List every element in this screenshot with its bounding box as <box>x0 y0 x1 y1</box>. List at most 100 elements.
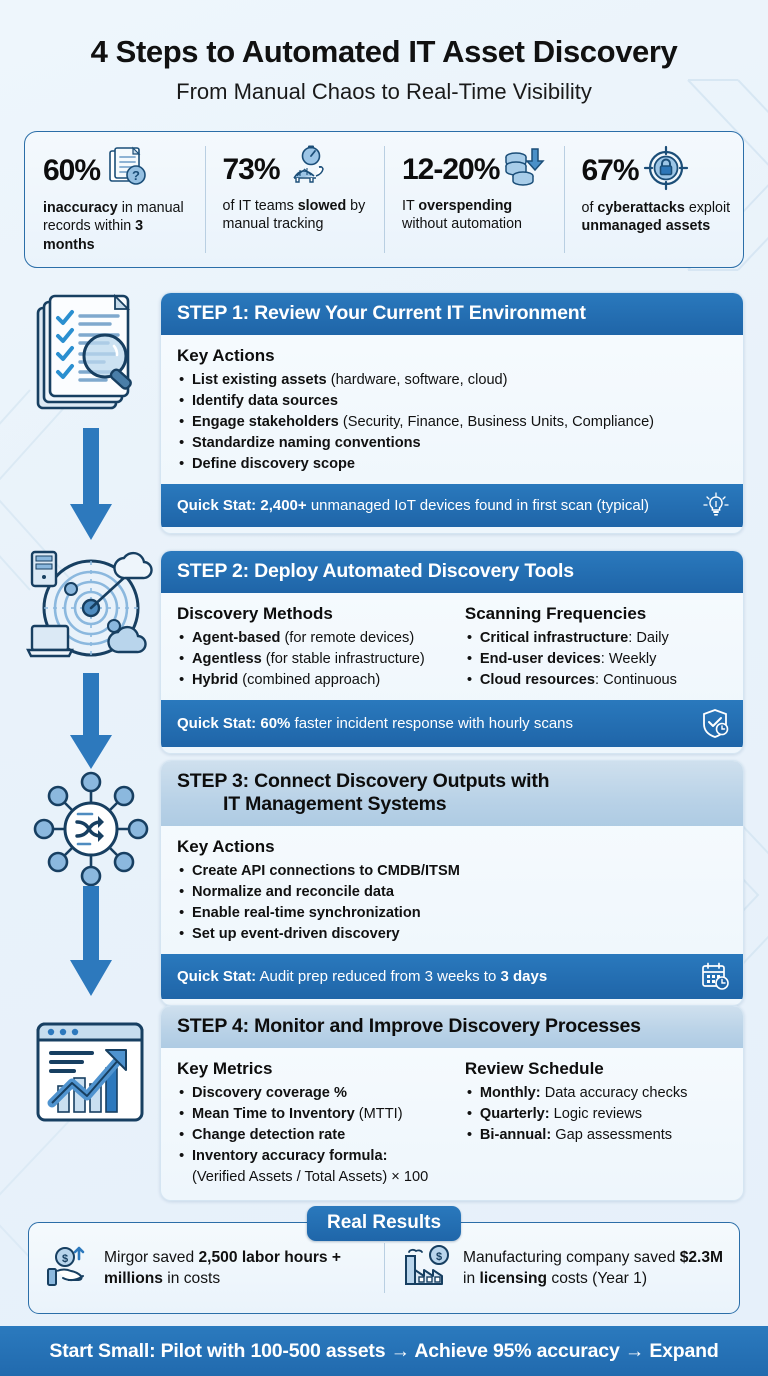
calendar-clock-icon <box>701 962 729 990</box>
quick-stat-1: Quick Stat: 2,400+ unmanaged IoT devices… <box>161 484 743 527</box>
stat-card: 67% of cyberattacks exploit unmanaged a <box>563 132 744 267</box>
stat-card: 12-20% IT overspen <box>384 132 564 267</box>
step-card-3: STEP 3: Connect Discovery Outputs with I… <box>160 760 744 1006</box>
bullet-list: Monthly: Data accuracy checks Quarterly:… <box>465 1082 727 1146</box>
svg-text:?: ? <box>132 168 140 183</box>
column-heading: Discovery Methods <box>177 604 333 623</box>
bullet-item: (Verified Assets / Total Assets) × 100 <box>192 1169 429 1185</box>
hub-connections-icon <box>32 770 150 893</box>
dashboard-chart-icon <box>32 1018 150 1133</box>
bullet-item: Standardize naming conventions <box>177 432 727 454</box>
stat-description: IT overspending without automation <box>402 198 523 233</box>
quick-stat-text: Quick Stat: Audit prep reduced from 3 we… <box>177 967 548 985</box>
page-title: 4 Steps to Automated IT Asset Discovery <box>90 34 678 69</box>
stat-number: 73% <box>222 152 281 186</box>
bullet-item: Inventory accuracy formula: <box>177 1145 455 1167</box>
shield-clock-icon <box>701 708 729 738</box>
bullet-item: Cloud resources: Continuous <box>465 669 727 691</box>
arrow-down-step3 <box>70 886 112 996</box>
step-column: Discovery Methods Agent-based (for remot… <box>177 604 455 691</box>
stat-description: inaccuracy in manual records within 3 mo… <box>43 200 184 253</box>
bullet-list: Critical infrastructure: Daily End-user … <box>465 627 727 691</box>
banner-text: Start Small: Pilot with 100-500 assets →… <box>49 1339 719 1362</box>
step-header-3: STEP 3: Connect Discovery Outputs with I… <box>161 761 743 826</box>
step-column: Key Actions List existing assets (hardwa… <box>177 346 727 475</box>
bullet-item: Bi-annual: Gap assessments <box>465 1124 727 1146</box>
column-heading: Key Actions <box>177 346 275 365</box>
step-column: Key Actions Create API connections to CM… <box>177 837 727 945</box>
document-question-icon: ? <box>104 145 150 196</box>
stat-description: of cyberattacks exploit unmanaged assets <box>581 200 731 235</box>
column-heading: Review Schedule <box>464 1059 604 1078</box>
step-title-line1: STEP 2: Deploy Automated Discovery Tools <box>177 560 574 582</box>
arrow-down-step2 <box>70 673 112 769</box>
bullet-item: Mean Time to Inventory (MTTI) <box>177 1103 455 1125</box>
factory-coin-icon: $ <box>402 1244 454 1293</box>
step-title-line1: STEP 4: Monitor and Improve Discovery Pr… <box>177 1015 641 1037</box>
arrow-down-step1 <box>70 428 112 540</box>
bullet-item: Critical infrastructure: Daily <box>465 627 727 649</box>
page-subtitle: From Manual Chaos to Real-Time Visibilit… <box>176 79 592 104</box>
turtle-stopwatch-icon <box>284 145 332 194</box>
quick-stat-3: Quick Stat: Audit prep reduced from 3 we… <box>161 954 743 999</box>
stat-card: 73% <box>204 132 385 267</box>
bullet-item: End-user devices: Weekly <box>465 648 727 670</box>
bottom-banner: Start Small: Pilot with 100-500 assets →… <box>0 1326 768 1376</box>
bullet-item: Monthly: Data accuracy checks <box>465 1082 727 1104</box>
bullet-item: Hybrid (combined approach) <box>177 669 455 691</box>
bullet-item: Create API connections to CMDB/ITSM <box>177 860 727 882</box>
step-title-line1: STEP 3: Connect Discovery Outputs with <box>177 770 550 792</box>
bullet-item: Enable real-time synchronization <box>177 902 727 924</box>
step-title-line1: STEP 1: Review Your Current IT Environme… <box>177 302 586 324</box>
column-heading: Key Actions <box>177 837 275 856</box>
bullet-item: Define discovery scope <box>177 453 727 475</box>
step-column: Review Schedule Monthly: Data accuracy c… <box>465 1059 727 1188</box>
coins-down-arrow-icon <box>503 145 546 194</box>
step-header-2: STEP 2: Deploy Automated Discovery Tools <box>161 551 743 593</box>
result-item: $ Manufacturing company saved $2.3M in l… <box>384 1237 739 1299</box>
result-item: $ Mirgor saved 2,500 labor hours + milli… <box>29 1237 384 1299</box>
step-card-1: STEP 1: Review Your Current IT Environme… <box>160 292 744 534</box>
stats-bar: 60% ? inaccuracy in manual <box>24 131 744 268</box>
result-text: Mirgor saved 2,500 labor hours + million… <box>104 1248 342 1287</box>
bullet-item: Discovery coverage % <box>177 1082 455 1104</box>
real-results-badge: Real Results <box>306 1206 462 1241</box>
step-card-2: STEP 2: Deploy Automated Discovery Tools… <box>160 550 744 754</box>
bullet-list: List existing assets (hardware, software… <box>177 369 727 475</box>
bullet-item: Agent-based (for remote devices) <box>177 627 455 649</box>
quick-stat-2: Quick Stat: 60% faster incident response… <box>161 700 743 747</box>
step-header-4: STEP 4: Monitor and Improve Discovery Pr… <box>161 1006 743 1048</box>
bullet-item: Set up event-driven discovery <box>177 923 727 945</box>
bullet-list: Create API connections to CMDB/ITSM Norm… <box>177 860 727 945</box>
result-text: Manufacturing company saved $2.3M in lic… <box>463 1248 724 1287</box>
bullet-list: Agent-based (for remote devices) Agentle… <box>177 627 455 691</box>
bullet-item: Identify data sources <box>177 390 727 412</box>
checklist-magnifier-icon <box>30 292 152 429</box>
quick-stat-text: Quick Stat: 60% faster incident response… <box>177 714 574 732</box>
bullet-item: Agentless (for stable infrastructure) <box>177 648 455 670</box>
step-title-line2: IT Management Systems <box>223 793 447 815</box>
quick-stat-text: Quick Stat: 2,400+ unmanaged IoT devices… <box>177 496 650 514</box>
bullet-item: Quarterly: Logic reviews <box>465 1103 727 1125</box>
step-header-1: STEP 1: Review Your Current IT Environme… <box>161 293 743 335</box>
bullet-item: List existing assets (hardware, software… <box>177 369 727 391</box>
bullet-item: Engage stakeholders (Security, Finance, … <box>177 411 727 433</box>
column-heading: Scanning Frequencies <box>464 604 647 623</box>
stat-number: 67% <box>581 153 640 187</box>
stat-description: of IT teams slowed by manual tracking <box>222 198 366 233</box>
bullet-list: Discovery coverage % Mean Time to Invent… <box>177 1082 455 1188</box>
column-heading: Key Metrics <box>177 1059 273 1078</box>
svg-text:$: $ <box>62 1253 68 1265</box>
stat-card: 60% ? inaccuracy in manual <box>25 132 205 267</box>
step-card-4: STEP 4: Monitor and Improve Discovery Pr… <box>160 1005 744 1201</box>
step-column: Key Metrics Discovery coverage % Mean Ti… <box>177 1059 455 1188</box>
stat-number: 60% <box>43 153 101 187</box>
lightbulb-icon <box>703 492 729 518</box>
radar-network-icon <box>26 548 156 675</box>
lock-target-icon <box>643 145 689 196</box>
hand-coin-icon: $ <box>47 1245 95 1292</box>
bullet-item: Change detection rate <box>177 1124 455 1146</box>
step-column: Scanning Frequencies Critical infrastruc… <box>465 604 727 691</box>
bullet-item: Normalize and reconcile data <box>177 881 727 903</box>
